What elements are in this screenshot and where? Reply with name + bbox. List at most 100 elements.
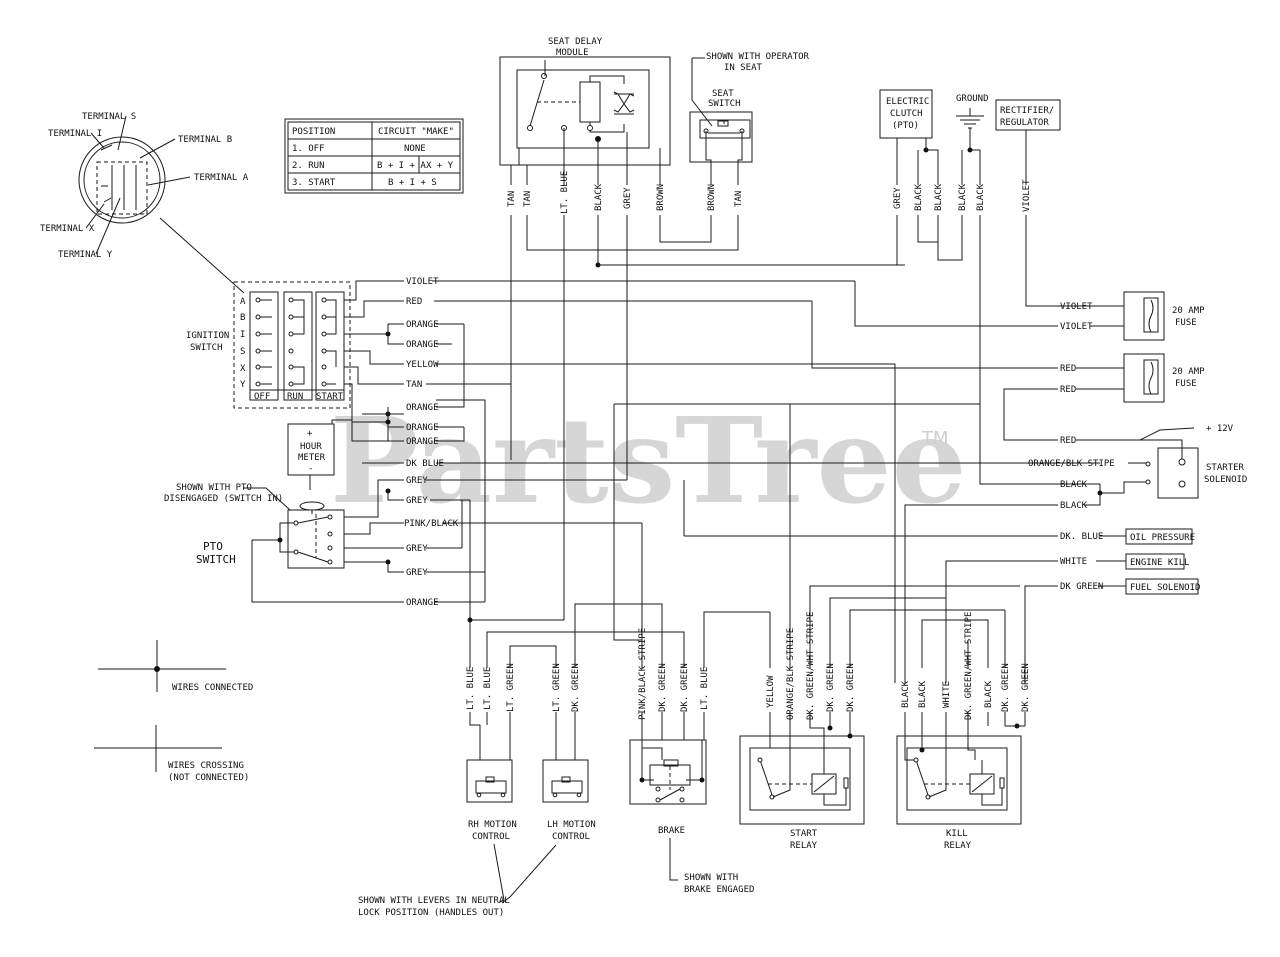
starter-plus12v: + 12V — [1206, 424, 1234, 434]
top-wire-tan-3: TAN — [734, 191, 744, 207]
conn-wire-dk-blue: DK. BLUE — [1060, 532, 1103, 542]
top-wire-black: BLACK — [594, 183, 604, 211]
ign-wire-orange-2: ORANGE — [406, 340, 439, 350]
starter-title-line1: STARTER — [1206, 463, 1245, 473]
fuse1-wire2: VIOLET — [1060, 322, 1093, 332]
seat-switch-note-line1: SHOWN WITH OPERATOR — [706, 52, 810, 62]
ground-symbol: GROUND — [956, 94, 989, 129]
table-row-run-circuit-a: B + I + A — [377, 161, 426, 171]
hour-meter-minus: - — [308, 464, 313, 474]
brake-title: BRAKE — [658, 826, 685, 836]
conn-oil-pressure: OIL PRESSURE — [1130, 533, 1195, 543]
btm-wire-black-kill-1: BLACK — [901, 680, 911, 708]
engine-connectors: DK. BLUE OIL PRESSURE WHITE ENGINE KILL … — [945, 528, 1200, 683]
ign-row-x: X — [240, 364, 246, 374]
ign-row-a: A — [240, 297, 246, 307]
watermark-trademark: TM — [921, 428, 949, 449]
btm-wire-dk-green-wht-start: DK. GREEN/WHT STRIPE — [806, 612, 816, 720]
btm-wire-dk-green-start-2: DK. GREEN — [846, 663, 856, 712]
btm-wire-dk-green-brake-2: DK. GREEN — [680, 663, 690, 712]
fuse1-label1: 20 AMP — [1172, 306, 1205, 316]
kill-relay-line1: KILL — [946, 829, 968, 839]
btm-wire-dk-green-start-1: DK. GREEN — [826, 663, 836, 712]
terminal-y-label: TERMINAL Y — [58, 250, 113, 260]
ign-pos-start: START — [316, 392, 344, 402]
seat-switch: SHOWN WITH OPERATOR IN SEAT SEAT SWITCH — [689, 52, 810, 163]
top-wire-violet: VIOLET — [1022, 179, 1032, 212]
rh-motion-line1: RH MOTION — [468, 820, 517, 830]
btm-wire-yellow: YELLOW — [766, 675, 776, 708]
fuses: VIOLET VIOLET 20 AMP FUSE RED RED 20 AMP… — [1003, 291, 1205, 441]
clutch-line3: (PTO) — [892, 121, 919, 131]
kill-relay-line2: RELAY — [944, 841, 972, 851]
pto-note-line2: DISENGAGED (SWITCH IN) — [164, 494, 283, 504]
btm-wire-black-kill-3: BLACK — [984, 680, 994, 708]
ign-row-i: I — [240, 330, 245, 340]
conn-engine-kill: ENGINE KILL — [1130, 558, 1190, 568]
ign-wire-violet: VIOLET — [406, 277, 439, 287]
table-row-run-circuit-b: X + Y — [426, 161, 454, 171]
top-wire-brown-2: BROWN — [707, 184, 717, 211]
rectifier-line1: RECTIFIER/ — [1000, 106, 1054, 116]
junction-dots — [385, 262, 853, 739]
top-wire-grey: GREY — [623, 187, 633, 209]
clutch-line1: ELECTRIC — [886, 97, 929, 107]
key-switch: TERMINAL S TERMINAL I TERMINAL B TERMINA… — [40, 112, 249, 294]
fuse2-label2: FUSE — [1175, 379, 1197, 389]
lh-motion-line2: CONTROL — [552, 832, 590, 842]
ignition-wire-labels: VIOLET RED ORANGE ORANGE YELLOW TAN ORAN… — [404, 277, 459, 608]
ign-wire-red: RED — [406, 297, 422, 307]
seat-switch-title-line2: SWITCH — [708, 99, 741, 109]
rectifier-line2: REGULATOR — [1000, 118, 1049, 128]
terminal-b-label: TERMINAL B — [178, 135, 232, 145]
terminal-x-label: TERMINAL X — [40, 224, 95, 234]
starter-solenoid: + 12V RED ORANGE/BLK STIPE BLACK BLACK S… — [904, 424, 1247, 683]
fuse2-wire2: RED — [1060, 385, 1076, 395]
ign-wire-orange-4: ORANGE — [406, 423, 439, 433]
btm-wire-dk-green-kill-2: DK. GREEN — [1021, 663, 1031, 712]
fuse2-label1: 20 AMP — [1172, 367, 1205, 377]
hour-meter: + HOUR METER - — [287, 423, 335, 476]
btm-wire-dk-green-brake-1: DK. GREEN — [658, 663, 668, 712]
watermark-brand: PartsTree — [330, 391, 967, 530]
conn-fuel-solenoid: FUEL SOLENOID — [1130, 583, 1200, 593]
hour-meter-line2: METER — [298, 453, 326, 463]
seat-delay-title-line1: SEAT DELAY — [548, 37, 603, 47]
starter-red: RED — [1060, 436, 1076, 446]
fuse2-wire1: RED — [1060, 364, 1076, 374]
ign-row-y: Y — [240, 380, 246, 390]
table-row-off-circuit: NONE — [404, 144, 426, 154]
table-row-start-circuit: B + I + S — [388, 178, 437, 188]
btm-wire-white-kill: WHITE — [942, 681, 952, 708]
btm-wire-lt-green-1: LT. GREEN — [506, 663, 516, 712]
fuse1-label2: FUSE — [1175, 318, 1197, 328]
rh-motion-control: RH MOTION CONTROL — [466, 759, 517, 842]
seat-switch-note-line2: IN SEAT — [724, 63, 763, 73]
kill-relay: KILL RELAY — [896, 723, 1025, 851]
top-wire-black-4: BLACK — [976, 183, 986, 211]
ign-wire-grey-1: GREY — [406, 476, 428, 486]
brake-note-line1: SHOWN WITH — [684, 873, 738, 883]
btm-wire-dk-green-kill-1: DK. GREEN — [1001, 663, 1011, 712]
ign-wire-orange-6: ORANGE — [406, 598, 439, 608]
lh-motion-line1: LH MOTION — [547, 820, 596, 830]
table-row-run-position: 2. RUN — [292, 161, 325, 171]
starter-orange: ORANGE/BLK STIPE — [1028, 459, 1115, 469]
top-wiring — [510, 60, 1100, 620]
start-relay: START RELAY — [739, 735, 865, 851]
btm-wire-pink-black: PINK/BLACK STRIPE — [638, 628, 648, 720]
top-wire-black-2: BLACK — [934, 183, 944, 211]
seat-switch-title-line1: SEAT — [712, 89, 734, 99]
top-wire-lt-blue: LT. BLUE — [560, 171, 570, 214]
electric-clutch: ELECTRIC CLUTCH (PTO) — [879, 89, 933, 139]
top-wire-brown-1: BROWN — [656, 184, 666, 211]
motion-note: SHOWN WITH LEVERS IN NEUTRAL LOCK POSITI… — [358, 843, 557, 918]
lh-motion-control: LH MOTION CONTROL — [542, 759, 596, 842]
rh-motion-line2: CONTROL — [472, 832, 510, 842]
ign-wire-dk-blue: DK BLUE — [406, 459, 444, 469]
pto-title-line1: PTO — [203, 540, 223, 553]
starter-black-1: BLACK — [1060, 480, 1088, 490]
ign-wire-yellow: YELLOW — [406, 360, 439, 370]
hour-meter-plus: + — [307, 429, 313, 439]
